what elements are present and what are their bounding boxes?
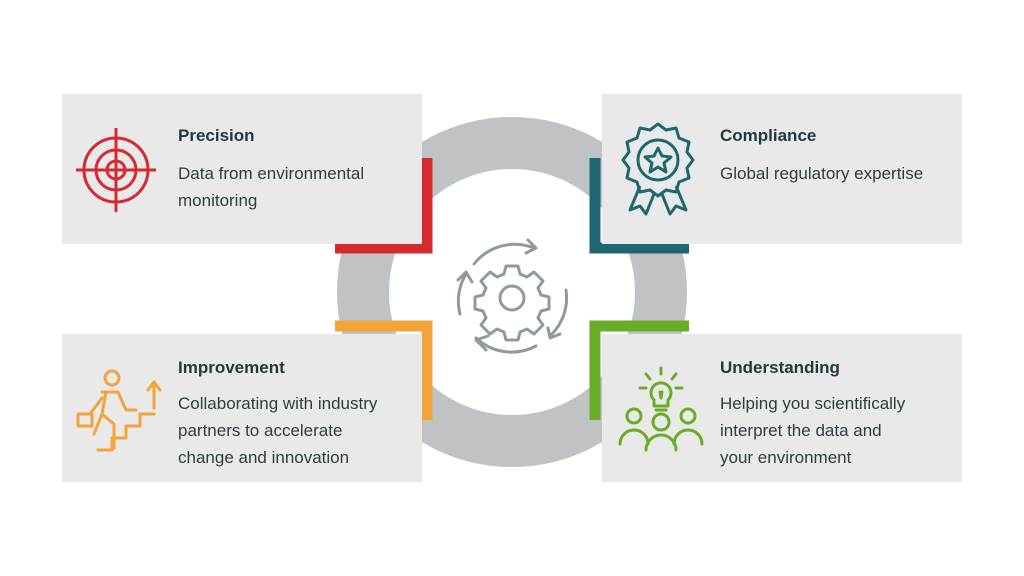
card-description: Data from environmental monitoring (178, 164, 365, 210)
compliance-bracket (589, 158, 689, 254)
gear-cycle-icon (456, 238, 569, 354)
card-title: Compliance (720, 126, 817, 145)
card-precision: Precision Data from environmental monito… (62, 94, 422, 244)
card-title: Improvement (178, 358, 285, 377)
card-title: Understanding (720, 358, 840, 377)
card-compliance: Compliance Global regulatory expertise (602, 94, 962, 244)
card-description: Collaborating with industry partners to … (178, 394, 378, 467)
card-understanding: Understanding Helping you scientifically… (602, 334, 962, 482)
precision-bracket (335, 158, 433, 254)
card-title: Precision (178, 126, 255, 145)
card-improvement: Improvement Collaborating with industry … (62, 334, 422, 482)
team-idea-icon (618, 366, 704, 452)
target-icon (76, 128, 156, 212)
card-description: Global regulatory expertise (720, 164, 924, 183)
improvement-bracket (335, 320, 433, 420)
award-rosette-icon (621, 122, 695, 216)
understanding-bracket (589, 320, 689, 420)
climbing-stairs-icon (76, 369, 162, 452)
card-description: Helping you scientifically interpret the… (720, 394, 906, 467)
